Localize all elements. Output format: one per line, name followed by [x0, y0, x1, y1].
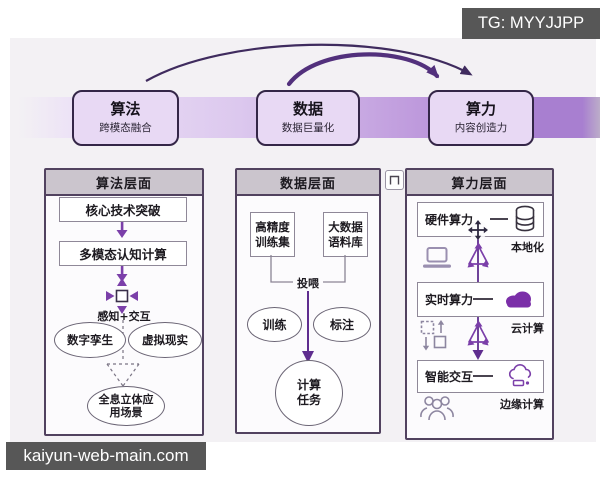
- compute-panel-header: 算力层面: [407, 170, 552, 196]
- compute-row1-tag: 本地化: [511, 241, 544, 254]
- converge-label: 感知+交互: [97, 310, 151, 323]
- cloud-icon: [506, 291, 531, 308]
- recycle-icon: [467, 320, 489, 346]
- result-line2: 用场景: [109, 406, 143, 419]
- algorithm-step2-box: 多模态认知计算: [59, 241, 187, 266]
- flow-node-data: 数据 数据巨量化: [256, 90, 360, 146]
- compute-row2-tag: 云计算: [511, 322, 544, 335]
- watermark-bottom-text: kaiyun-web-main.com: [23, 446, 189, 465]
- flow-node-title: 数据: [292, 99, 323, 118]
- watermark-top-text: TG: MYYJJPP: [477, 14, 585, 32]
- compute-row2-label: 实时算力: [425, 293, 474, 307]
- row3-line: [473, 375, 493, 377]
- feed-connectors: [270, 255, 346, 363]
- flow-node-algorithm: 算法 跨模态融合: [72, 90, 179, 146]
- compute-row3-label: 智能交互: [425, 370, 474, 384]
- down-arrow-icon: [116, 222, 128, 238]
- window-icon: [385, 170, 404, 190]
- algorithm-panel-header: 算法层面: [46, 170, 202, 196]
- laptop-icon: [423, 247, 451, 268]
- data-source1-box: 高精度 训练集: [250, 212, 295, 257]
- flow-node-subtitle: 跨模态融合: [99, 122, 152, 135]
- feed-label: 投喂: [295, 275, 321, 291]
- converge-icon: [106, 278, 138, 314]
- flow-arcs: [145, 43, 473, 87]
- row2-line: [473, 298, 493, 300]
- source1-line1: 高精度: [255, 219, 290, 234]
- watermark-top: TG: MYYJJPP: [462, 8, 600, 39]
- export-boxes-icon: [420, 320, 447, 351]
- algorithm-result-ellipse: 全息立体应 用场景: [87, 386, 165, 426]
- compute-panel: 算力层面 硬件算力 本地化: [405, 168, 554, 440]
- flow-node-title: 算法: [110, 99, 141, 118]
- algorithm-option2-ellipse: 虚拟现实: [128, 322, 202, 358]
- data-panel: 数据层面 高精度 训练集 大数据 语料库 投喂 训练 标注 计算 任务: [235, 168, 381, 434]
- compute-row3-tag: 边缘计算: [500, 398, 544, 411]
- data-task2-ellipse: 标注: [313, 307, 371, 342]
- move-icon: [468, 220, 488, 240]
- data-task1-ellipse: 训练: [247, 307, 302, 342]
- source2-line2: 语料库: [328, 234, 363, 249]
- data-panel-header: 数据层面: [237, 170, 379, 196]
- row1-line: [490, 218, 508, 220]
- database-icon: [515, 205, 535, 232]
- people-icon: [420, 396, 454, 421]
- recycle-icon: [467, 242, 489, 268]
- result-line1: 计算: [296, 378, 321, 392]
- result-line1: 全息立体应: [98, 392, 154, 406]
- source2-line1: 大数据: [328, 219, 363, 234]
- source1-line2: 训练集: [255, 234, 290, 249]
- edge-cloud-icon: [508, 364, 531, 387]
- algorithm-panel: 算法层面 核心技术突破 多模态认知计算 感知+交互 数字孪生 虚拟现实: [44, 168, 204, 436]
- flow-node-subtitle: 数据巨量化: [281, 122, 335, 135]
- arc-data-to-compute: [286, 52, 440, 87]
- compute-row1-label: 硬件算力: [425, 213, 474, 227]
- watermark-bottom: kaiyun-web-main.com: [6, 442, 206, 470]
- flow-node-title: 算力: [465, 99, 496, 118]
- result-line2: 任务: [296, 393, 321, 407]
- arc-algorithm-to-compute: [145, 43, 473, 82]
- algorithm-option1-ellipse: 数字孪生: [54, 322, 126, 358]
- data-source2-box: 大数据 语料库: [323, 212, 368, 257]
- flow-node-compute: 算力 内容创造力: [428, 90, 534, 146]
- flow-node-subtitle: 内容创造力: [454, 122, 508, 135]
- data-result-circle: 计算 任务: [275, 360, 343, 426]
- algorithm-step1-box: 核心技术突破: [59, 197, 187, 222]
